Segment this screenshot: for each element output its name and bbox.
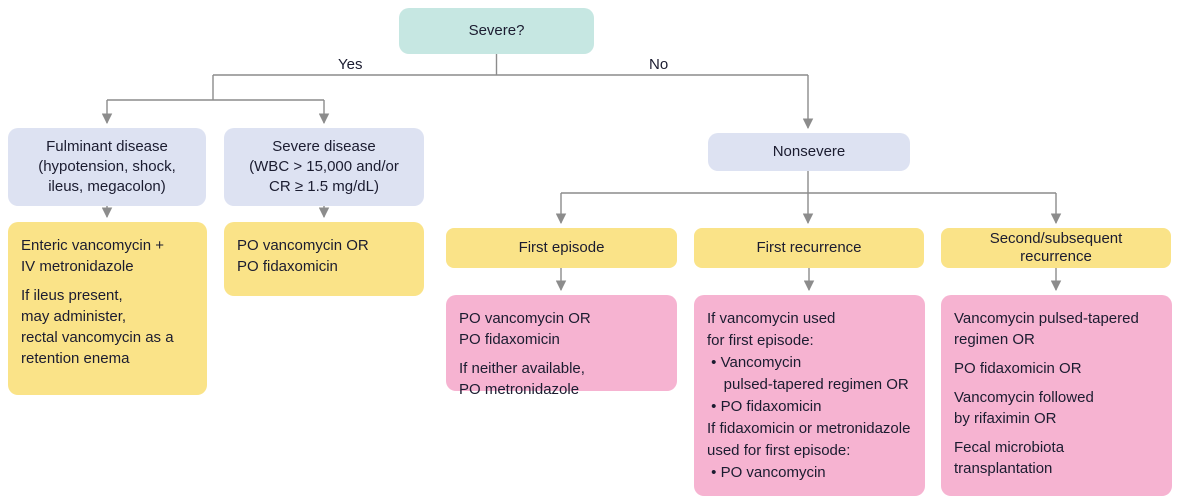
node-first-recurrence: First recurrence (694, 228, 924, 268)
node-label: Second/subsequent recurrence (989, 230, 1123, 265)
node-fulminant-treatment: Enteric vancomycin + IV metronidazole If… (8, 222, 207, 395)
treatment-text: If ileus present, may administer, rectal… (21, 287, 174, 367)
treatment-text: Vancomycin followed by rifaximin OR (954, 389, 1094, 427)
treatment-text: If vancomycin used for first episode: • … (707, 310, 911, 481)
node-fulminant-disease: Fulminant disease (hypotension, shock, i… (8, 128, 206, 206)
node-first-episode-treatment: PO vancomycin OR PO fidaxomicin If neith… (446, 295, 677, 398)
node-label: First episode (518, 239, 605, 256)
treatment-text: Enteric vancomycin + IV metronidazole (21, 237, 164, 275)
node-label: Fulminant disease (hypotension, shock, i… (38, 138, 176, 195)
treatment-text: If neither available, PO metronidazole (459, 360, 585, 398)
node-first-recurrence-treatment: If vancomycin used for first episode: • … (694, 295, 925, 496)
treatment-text: PO fidaxomicin OR (954, 360, 1082, 377)
node-label: Severe? (468, 22, 525, 39)
node-label: First recurrence (756, 239, 862, 256)
node-label: Nonsevere (772, 143, 846, 160)
treatment-text: Vancomycin pulsed-tapered regimen OR (954, 310, 1139, 348)
treatment-text: Fecal microbiota transplantation (954, 439, 1065, 477)
treatment-text: PO vancomycin OR PO fidaxomicin (459, 310, 591, 348)
edge-label-no: No (649, 56, 669, 73)
edge-label-yes: Yes (338, 56, 363, 73)
node-second-recurrence-treatment: Vancomycin pulsed-tapered regimen OR PO … (941, 295, 1172, 496)
node-first-episode: First episode (446, 228, 677, 268)
node-severe-question: Severe? (399, 8, 594, 54)
node-severe-treatment: PO vancomycin OR PO fidaxomicin (224, 222, 424, 296)
node-second-subsequent-recurrence: Second/subsequent recurrence (941, 228, 1171, 268)
node-severe-disease: Severe disease (WBC > 15,000 and/or CR ≥… (224, 128, 424, 206)
treatment-text: PO vancomycin OR PO fidaxomicin (237, 237, 369, 275)
node-nonsevere: Nonsevere (708, 133, 910, 171)
node-label: Severe disease (WBC > 15,000 and/or CR ≥… (249, 138, 399, 195)
